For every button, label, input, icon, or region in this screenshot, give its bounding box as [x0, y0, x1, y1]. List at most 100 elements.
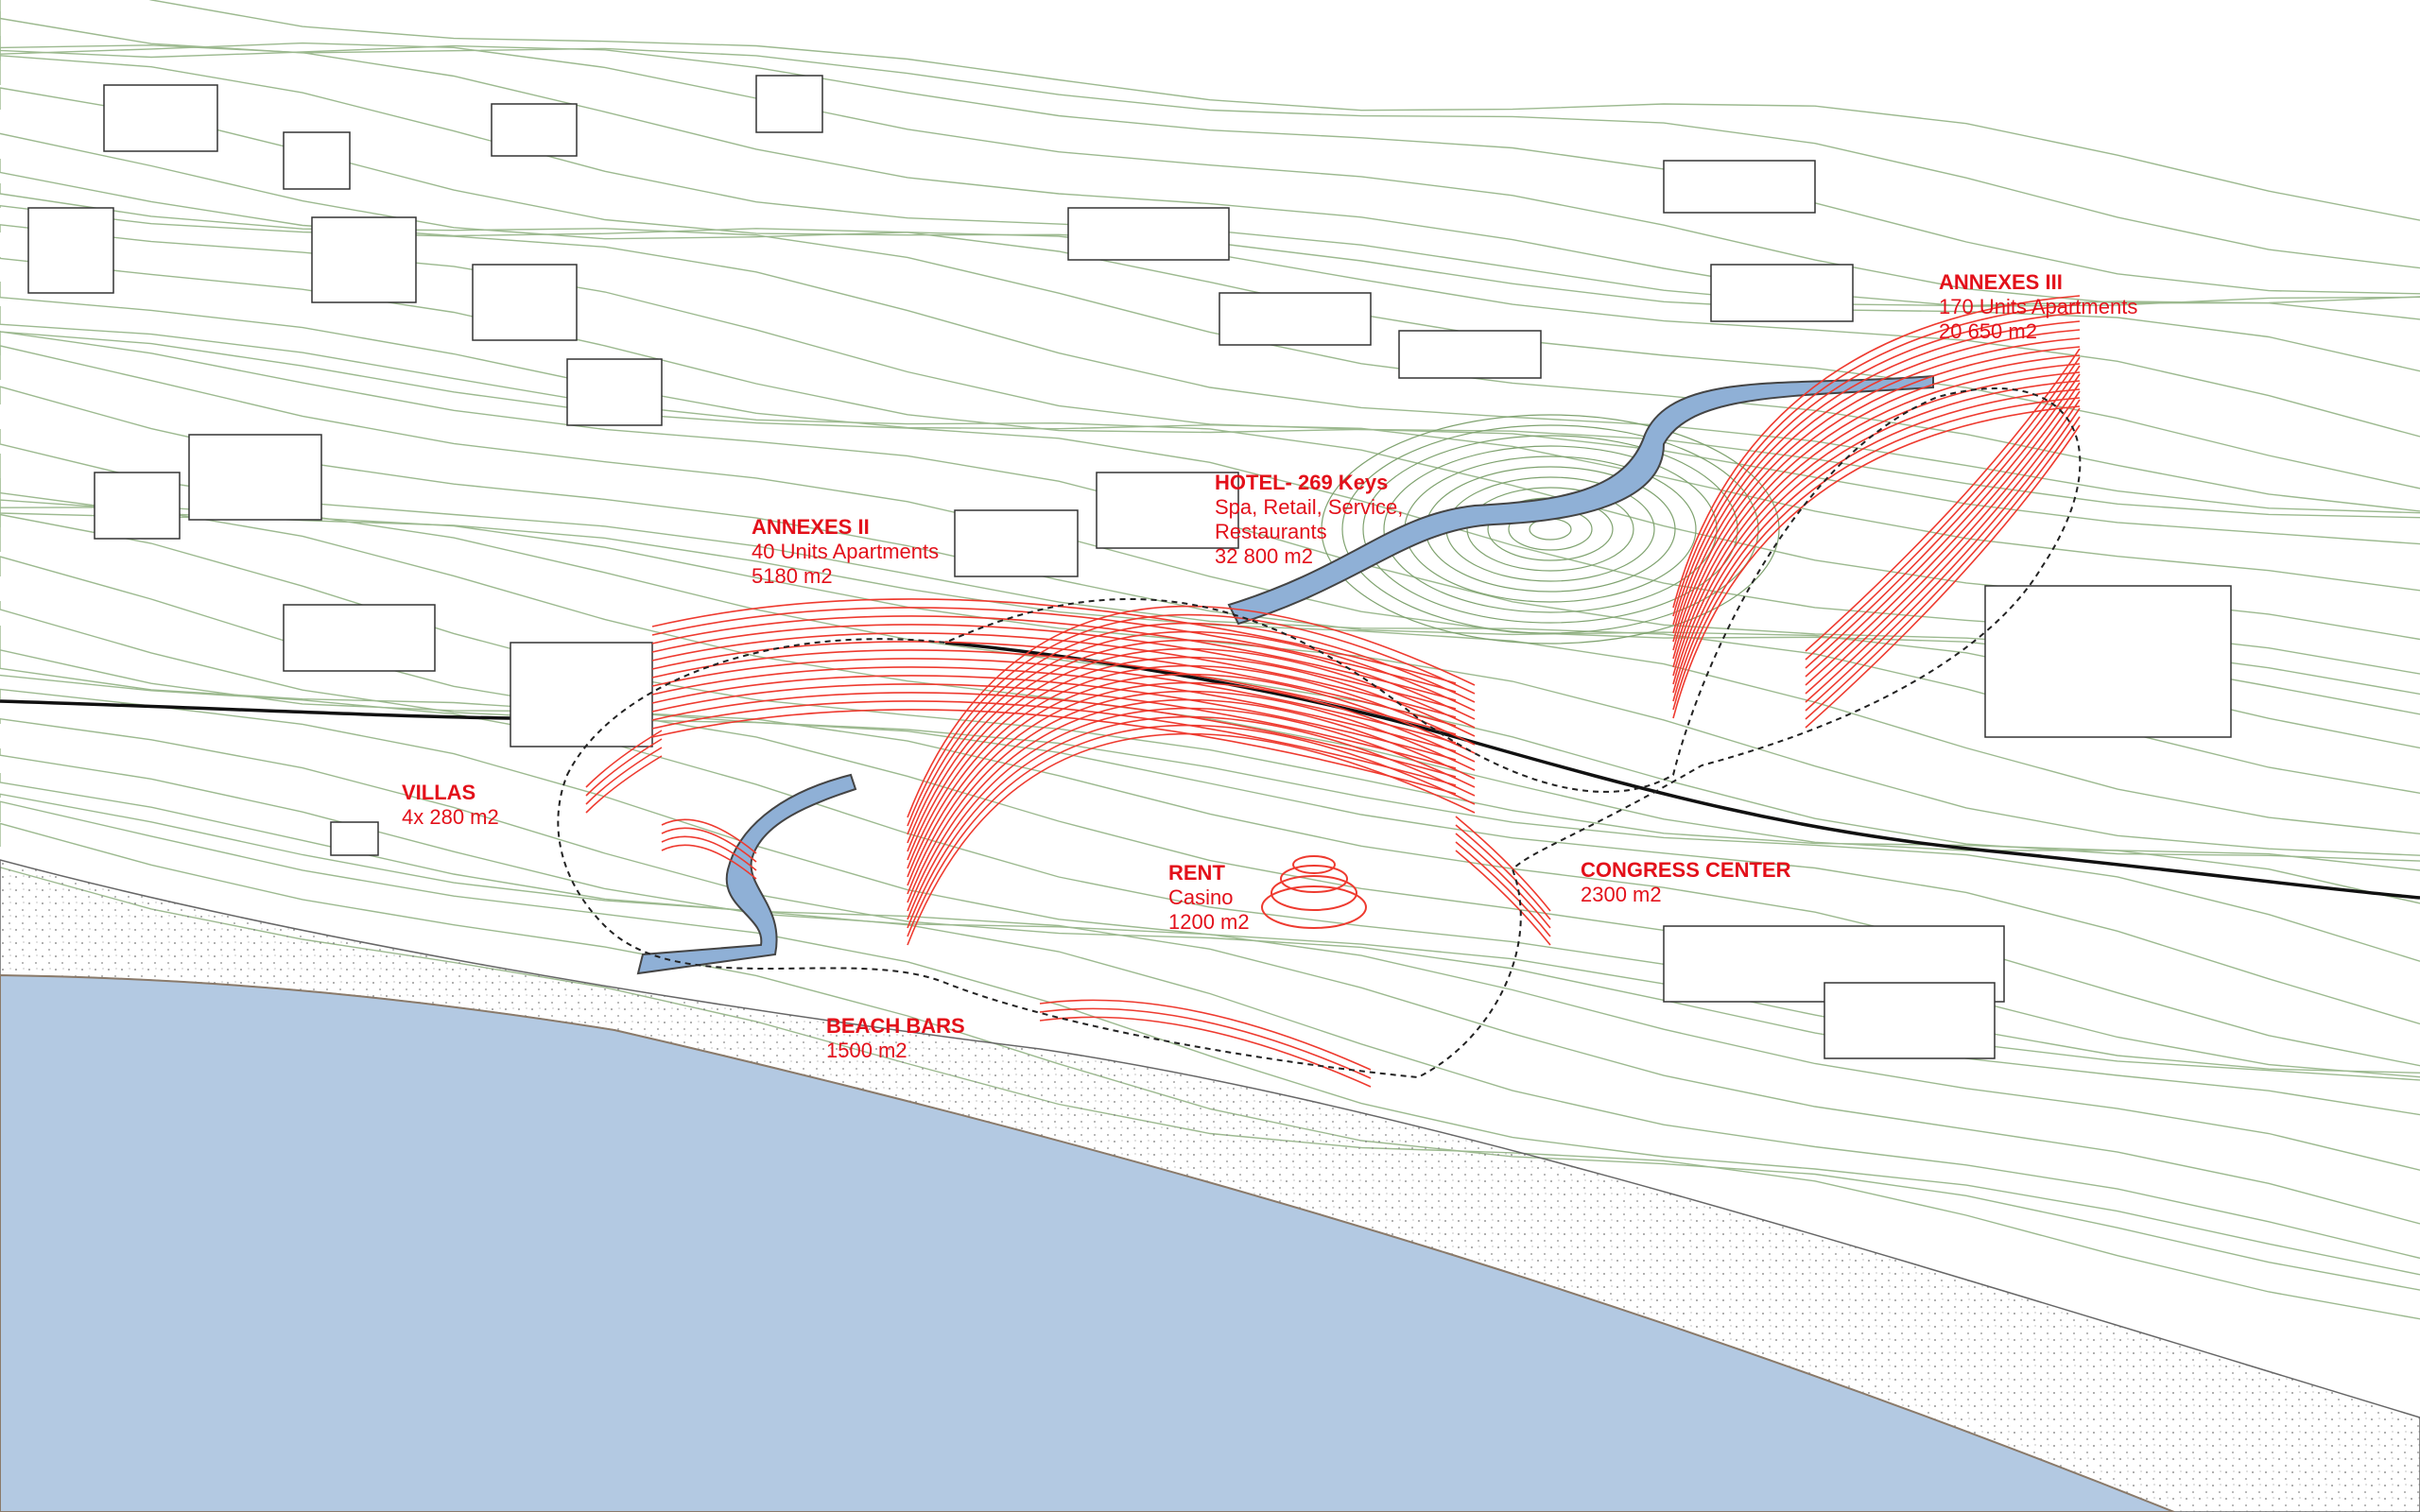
- proposed-building-floor: [1805, 424, 2081, 729]
- label-line: 40 Units Apartments: [752, 540, 940, 563]
- label-line: 170 Units Apartments: [1939, 295, 2138, 318]
- proposed-building-floor: [907, 656, 1476, 869]
- proposed-building-floor: [1672, 295, 2081, 609]
- contour-line: [0, 183, 2420, 512]
- proposed-building-floor: [1672, 363, 2081, 677]
- proposed-building-floor: [1805, 416, 2081, 720]
- proposed-building-floor: [585, 730, 663, 788]
- label-beach-bars: BEACH BARS 1500 m2: [826, 1014, 965, 1063]
- label-title: BEACH BARS: [826, 1014, 965, 1038]
- building-block: [1824, 982, 1996, 1059]
- contour-line: [148, 0, 2420, 221]
- building-block: [27, 207, 114, 294]
- proposed-building-floor: [1805, 399, 2081, 703]
- proposed-building-floor: [661, 835, 757, 871]
- label-line: Casino: [1168, 885, 1234, 909]
- existing-buildings: [27, 75, 2232, 1059]
- label-title: CONGRESS CENTER: [1581, 858, 1791, 882]
- contour-line: [0, 224, 2420, 519]
- proposed-building-floor: [907, 630, 1476, 844]
- proposed-building-floor: [651, 675, 1457, 761]
- hill-contour: [1383, 445, 1718, 613]
- proposed-building-floor: [651, 700, 1457, 786]
- label-title: VILLAS: [402, 781, 476, 804]
- building-block: [1710, 264, 1854, 322]
- proposed-building-floor: [1672, 380, 2081, 694]
- proposed-building-floor: [907, 664, 1476, 878]
- building-block: [472, 264, 578, 341]
- proposed-building-floor: [907, 673, 1476, 886]
- proposed-building-floor: [1805, 373, 2081, 678]
- label-line: 5180 m2: [752, 564, 833, 588]
- proposed-building-floor: [1455, 816, 1551, 912]
- label-line: 2300 m2: [1581, 883, 1662, 906]
- proposed-building-floor: [907, 707, 1476, 920]
- label-congress-center: CONGRESS CENTER 2300 m2: [1581, 858, 1790, 907]
- proposed-building-floor: [651, 624, 1457, 710]
- proposed-building-floor: [1805, 407, 2081, 712]
- proposed-building-floor: [651, 607, 1457, 693]
- hill-contour: [1362, 435, 1738, 624]
- proposed-building-floor: [585, 747, 663, 805]
- building-block: [566, 358, 663, 426]
- proposed-building-floor: [907, 605, 1476, 818]
- label-line: Restaurants: [1215, 520, 1327, 543]
- proposed-building-floor: [1672, 405, 2081, 719]
- proposed-building-floor: [651, 683, 1457, 769]
- proposed-building-floor: [651, 658, 1457, 744]
- label-line: 20 650 m2: [1939, 319, 2037, 343]
- proposed-building-floor: [1672, 312, 2081, 626]
- proposed-building-floor: [661, 818, 757, 854]
- proposed-building-floor: [1805, 390, 2081, 695]
- label-rent: RENT Casino 1200 m2: [1168, 861, 1250, 935]
- building-block: [1398, 330, 1542, 379]
- main-road: [0, 641, 2420, 900]
- proposed-building-floor: [907, 715, 1476, 929]
- contour-line: [0, 44, 2420, 307]
- contour-line: [0, 717, 2420, 1116]
- proposed-building-floor: [907, 647, 1476, 861]
- contour-line: [0, 36, 2420, 304]
- building-block: [1663, 160, 1816, 214]
- building-block: [954, 509, 1079, 577]
- proposed-building-floor: [907, 698, 1476, 912]
- contour-line: [0, 204, 2420, 514]
- river: [1227, 374, 1934, 626]
- label-line: 1200 m2: [1168, 910, 1250, 934]
- contour-line: [0, 793, 2420, 1260]
- hill-contour: [1341, 424, 1759, 634]
- contour-line: [0, 11, 2420, 295]
- proposed-building-floor: [1672, 320, 2081, 634]
- building-block: [283, 604, 436, 672]
- label-title: RENT: [1168, 861, 1225, 885]
- contour-line: [0, 513, 2420, 904]
- proposed-building-floor: [907, 639, 1476, 852]
- label-line: 32 800 m2: [1215, 544, 1313, 568]
- proposed-building-floor: [1672, 397, 2081, 711]
- proposed-building-floor: [1805, 348, 2081, 652]
- label-line: Spa, Retail, Service,: [1215, 495, 1404, 519]
- building-block: [1067, 207, 1230, 261]
- river-lower: [636, 773, 857, 975]
- proposed-building-floor: [1672, 346, 2081, 660]
- proposed-building-floor: [651, 692, 1457, 778]
- label-line: 1500 m2: [826, 1039, 908, 1062]
- label-title: ANNEXES II: [752, 515, 870, 539]
- casino-rings: [1261, 855, 1367, 929]
- proposed-building-floor: [1805, 356, 2081, 661]
- proposed-building-floor: [907, 732, 1476, 946]
- proposed-building-floor: [1455, 833, 1551, 929]
- proposed-building-floor: [907, 613, 1476, 827]
- contour-line: [0, 159, 2420, 490]
- hill-contour: [1321, 414, 1780, 644]
- proposed-building-floor: [661, 827, 757, 863]
- proposed-building-floor: [1672, 337, 2081, 651]
- proposed-building-floor: [651, 641, 1457, 727]
- label-hotel: HOTEL- 269 Keys Spa, Retail, Service, Re…: [1215, 471, 1403, 569]
- proposed-building-floor: [651, 666, 1457, 752]
- proposed-building-floor: [651, 649, 1457, 735]
- proposed-building-floor: [1455, 841, 1551, 937]
- building-block: [1096, 472, 1239, 549]
